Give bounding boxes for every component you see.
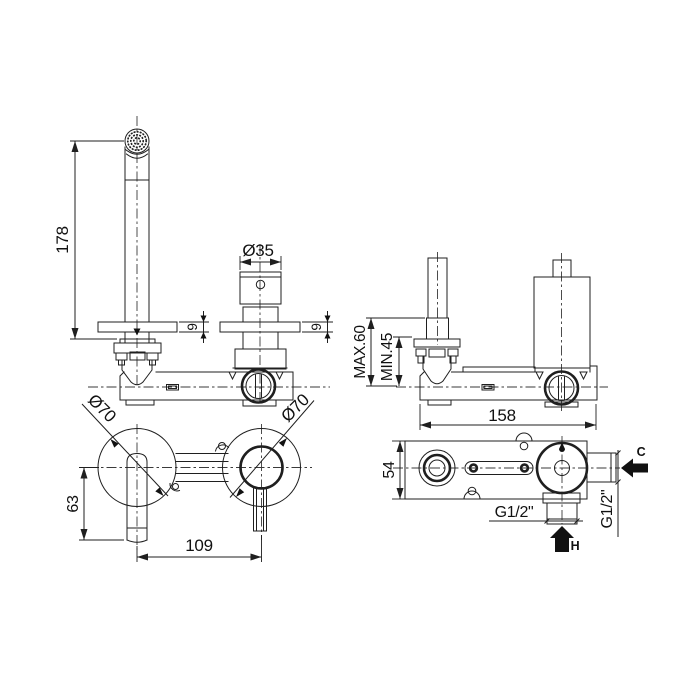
hot-inlet-arrow: H <box>550 526 580 553</box>
svg-text:109: 109 <box>185 536 212 555</box>
front-view: 178 Ø35 9 9 <box>53 116 333 407</box>
dim-cold-thread: G1/2" <box>599 450 621 537</box>
svg-text:9: 9 <box>185 323 200 330</box>
svg-text:54: 54 <box>381 461 398 479</box>
cartridge-cap <box>533 259 591 369</box>
flow-marker <box>133 328 141 336</box>
dim-body-length: 158 <box>419 404 597 430</box>
svg-text:63: 63 <box>65 495 82 513</box>
dim-plate-thickness-right: 9 <box>302 311 333 343</box>
svg-text:Ø70: Ø70 <box>84 390 120 426</box>
dim-centre-distance: 109 <box>136 535 262 562</box>
spout-tube <box>124 146 150 344</box>
dim-spout-drop: 63 <box>65 467 124 541</box>
svg-text:158: 158 <box>488 406 515 425</box>
spout-outlet <box>418 449 456 487</box>
svg-text:178: 178 <box>53 226 72 253</box>
dim-plate-thickness-left: 9 <box>179 311 209 343</box>
dim-spout-height: 178 <box>53 140 124 340</box>
cold-inlet-port <box>586 452 617 483</box>
svg-text:G1/2": G1/2" <box>599 490 616 529</box>
svg-text:H: H <box>571 539 580 553</box>
dim-escutcheon-left: Ø70 <box>81 390 169 497</box>
body-behind <box>169 442 230 492</box>
roughin-body-side <box>419 365 598 408</box>
dim-hot-thread: G1/2" <box>489 504 583 524</box>
spout-shank-side <box>413 257 461 385</box>
valve-cartridge-circle <box>240 368 277 404</box>
handle-lever <box>253 487 267 532</box>
cold-inlet-arrow: C <box>621 445 648 478</box>
dim-handle-diameter: Ø35 <box>239 241 282 270</box>
dim-max-wall: MAX.60 <box>352 317 425 387</box>
face-view: Ø70 Ø70 63 109 <box>65 390 315 562</box>
svg-text:G1/2": G1/2" <box>495 504 534 521</box>
handle-trim <box>219 271 301 370</box>
svg-text:9: 9 <box>309 323 324 330</box>
handle-base-circle <box>239 445 284 490</box>
dim-min-wall: MIN.45 <box>379 333 412 386</box>
svg-text:MAX.60: MAX.60 <box>352 325 369 379</box>
handle-escutcheon <box>222 428 301 507</box>
spout-aerator <box>124 128 150 159</box>
svg-text:Ø35: Ø35 <box>242 241 273 260</box>
svg-text:C: C <box>637 445 646 459</box>
side-view: MAX.60 MIN.45 158 <box>352 252 608 430</box>
hot-inlet-port <box>546 502 578 525</box>
spout-face <box>126 452 148 543</box>
set-screw-marker <box>559 442 565 452</box>
mounting-bracket <box>463 432 534 500</box>
dim-body-height: 54 <box>381 440 407 500</box>
spout-wall-flange <box>113 338 162 386</box>
svg-text:Ø70: Ø70 <box>277 390 313 426</box>
valve-cartridge-circle <box>543 370 580 406</box>
plan-view: 54 G1/2" G1/2" C H <box>381 432 648 553</box>
valve-body-plan <box>535 441 617 525</box>
handle-set-screw <box>255 279 266 290</box>
svg-text:MIN.45: MIN.45 <box>379 333 396 381</box>
